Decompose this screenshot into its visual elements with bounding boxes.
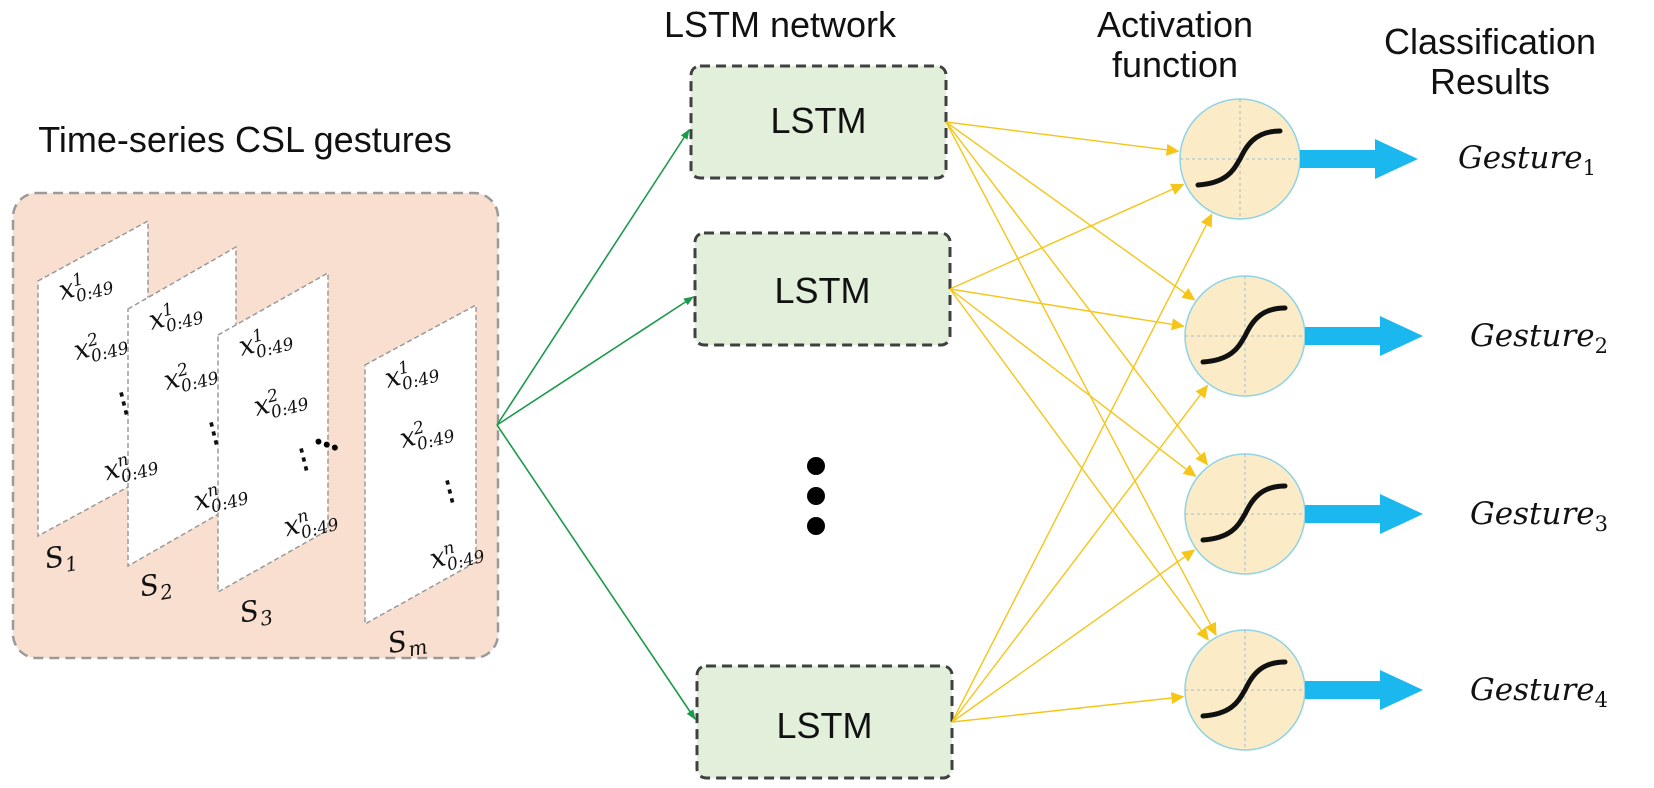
connection-lstm1-to-act3 — [945, 121, 1209, 466]
sigmoid-curve-icon — [1200, 659, 1288, 719]
gesture-label: Gesture — [1470, 496, 1595, 532]
gesture-label: Gesture — [1470, 318, 1595, 354]
gesture-output-3: Gesture3 — [1470, 496, 1608, 536]
gesture-label: Gesture — [1470, 672, 1595, 708]
sequence-4-label: Sm — [385, 621, 429, 665]
sigmoid-curve-icon — [1200, 483, 1288, 543]
gesture-output-1: Gesture1 — [1458, 140, 1596, 180]
connection-lstm1-to-act4 — [945, 121, 1217, 636]
results-title-line2: Results — [1429, 61, 1551, 102]
lstm-box-1 — [689, 64, 948, 180]
connection-lstm2-to-act4 — [949, 288, 1209, 641]
connection-lstm2-to-act1 — [949, 183, 1185, 290]
activation-title-line2: function — [1111, 44, 1239, 85]
lstm-to-activation-arrows — [945, 121, 1217, 723]
lstm-ellipsis — [807, 457, 825, 535]
results-title: Classification Results — [1340, 22, 1640, 102]
output-arrows — [1300, 139, 1423, 710]
activation-node-2 — [1184, 275, 1306, 397]
lstm-label-3: LSTM — [776, 705, 873, 746]
sigmoid-curve-icon — [1195, 128, 1283, 188]
activation-node-1 — [1179, 98, 1301, 220]
activation-title: Activation function — [1060, 5, 1290, 85]
gesture-label: Gesture — [1458, 140, 1583, 176]
gesture-index: 2 — [1594, 334, 1608, 359]
activation-functions — [1179, 98, 1306, 751]
arrow-to-lstm-3 — [496, 424, 696, 720]
gesture-output-2: Gesture2 — [1470, 318, 1608, 358]
output-arrow-4 — [1305, 670, 1423, 710]
connection-lstm2-to-act2 — [949, 288, 1185, 331]
output-arrow-1 — [1300, 139, 1418, 179]
lstm-label-2: LSTM — [774, 270, 871, 311]
lstm-label-1: LSTM — [770, 100, 867, 141]
connection-lstm1-to-act1 — [945, 121, 1180, 156]
arrow-to-lstm-1 — [496, 129, 690, 426]
gesture-index: 1 — [1582, 156, 1596, 181]
sequence-1-label: S1 — [42, 538, 80, 581]
sequence-3-label: S3 — [237, 592, 275, 635]
sequence-card-3 — [217, 271, 329, 594]
connection-lstm3-to-act4 — [951, 692, 1185, 723]
lstm-box-3 — [695, 664, 954, 780]
gesture-index: 3 — [1594, 512, 1608, 537]
output-arrow-2 — [1305, 316, 1423, 356]
lstm-title: LSTM network — [663, 4, 897, 45]
gesture-index: 4 — [1594, 688, 1608, 713]
connection-lstm3-to-act2 — [951, 384, 1209, 723]
results-title-line1: Classification — [1383, 21, 1597, 62]
sigmoid-curve-icon — [1200, 305, 1288, 365]
arrow-to-lstm-2 — [496, 296, 694, 426]
sequence-index: m — [406, 634, 430, 662]
connection-lstm3-to-act3 — [951, 549, 1196, 723]
sequence-card-m — [364, 303, 477, 626]
sequence-2-label: S2 — [137, 566, 175, 609]
activation-title-line1: Activation — [1096, 4, 1254, 45]
connection-lstm3-to-act1 — [951, 213, 1213, 723]
sequence-card-2 — [127, 245, 237, 568]
input-title: Time-series CSL gestures — [38, 119, 452, 160]
output-arrow-3 — [1305, 494, 1423, 534]
connection-lstm2-to-act3 — [949, 288, 1197, 478]
input-to-lstm-arrows — [496, 129, 696, 720]
lstm-box-2 — [693, 231, 952, 347]
gesture-output-4: Gesture4 — [1470, 672, 1608, 712]
activation-node-3 — [1184, 453, 1306, 575]
connection-lstm1-to-act2 — [945, 121, 1196, 301]
activation-node-4 — [1184, 629, 1306, 751]
